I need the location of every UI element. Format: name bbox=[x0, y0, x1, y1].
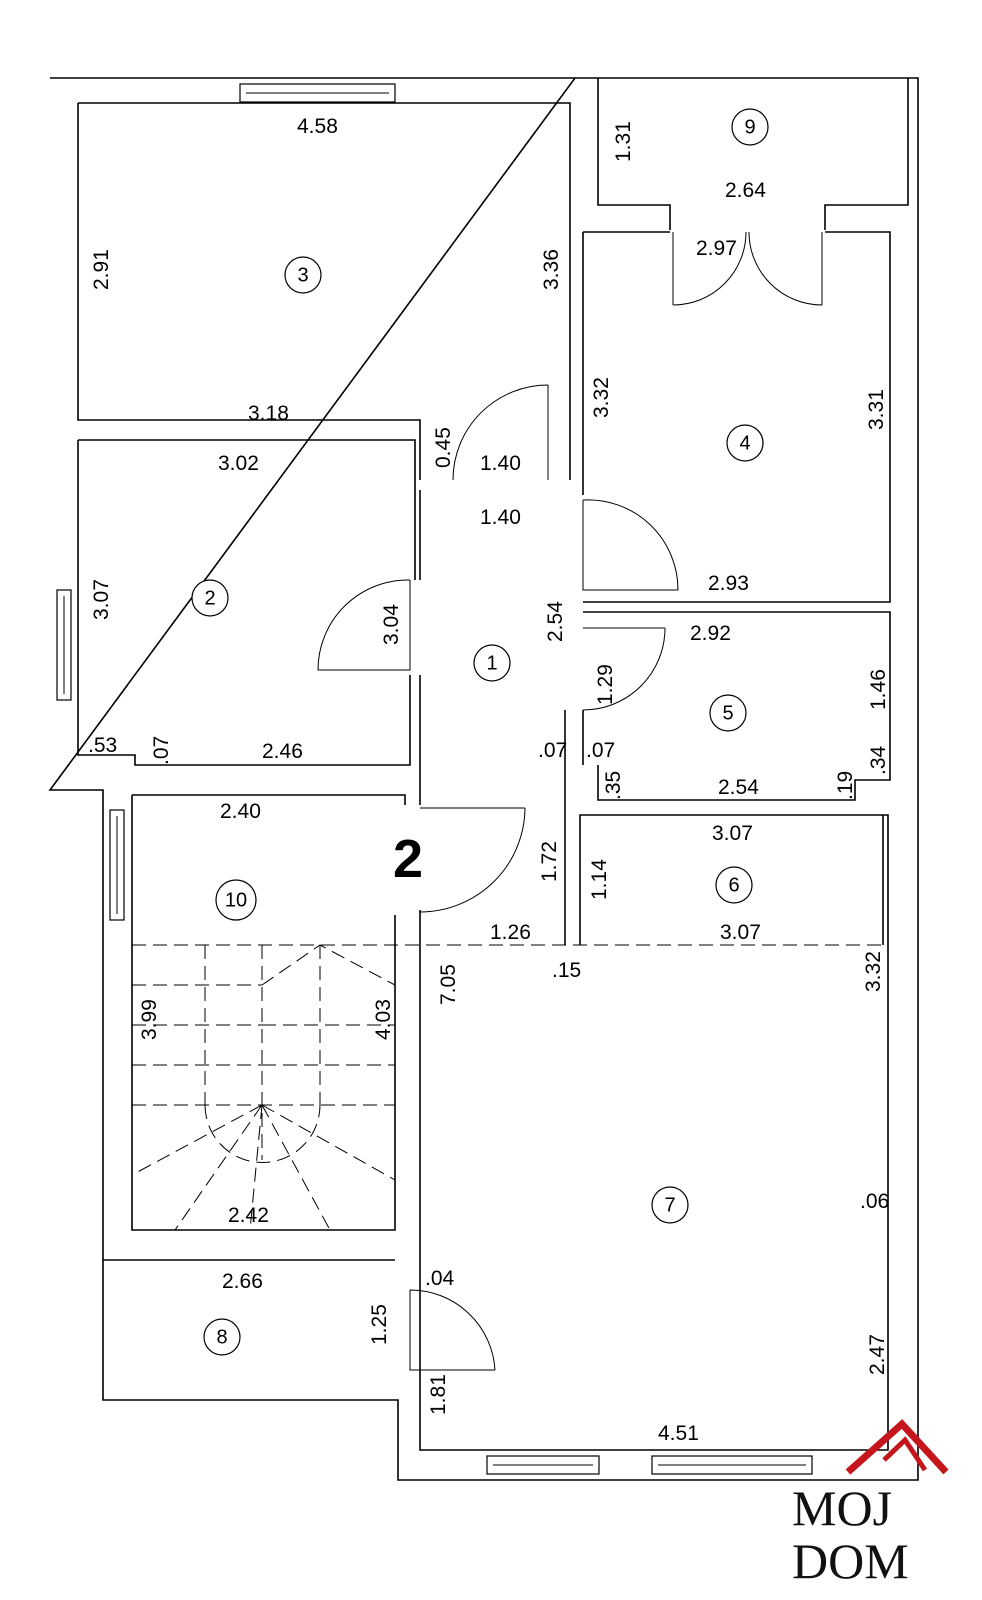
dim-label: 2.40 bbox=[220, 800, 261, 823]
dim-label: 3.99 bbox=[138, 999, 161, 1040]
room-9-marker: 9 bbox=[731, 108, 769, 146]
room-4-marker: 4 bbox=[726, 424, 764, 462]
dim-label: 2.54 bbox=[718, 776, 759, 799]
dim-label: 2.93 bbox=[708, 572, 749, 595]
dim-label: 2.42 bbox=[228, 1204, 269, 1227]
outer-walls bbox=[48, 77, 919, 1481]
dim-label: 2.92 bbox=[690, 622, 731, 645]
dim-label: .34 bbox=[867, 745, 890, 775]
dim-label: 0.45 bbox=[432, 427, 455, 468]
dim-label: 2.91 bbox=[90, 249, 113, 290]
room-3-marker: 3 bbox=[284, 256, 322, 294]
door-room-2 bbox=[317, 579, 411, 671]
dim-label: 3.32 bbox=[862, 951, 885, 992]
dim-label: .04 bbox=[425, 1267, 455, 1290]
dim-label: 4.51 bbox=[658, 1422, 699, 1445]
dim-label: .15 bbox=[552, 959, 581, 982]
room-5-marker: 5 bbox=[709, 694, 747, 732]
room-10-marker: 10 bbox=[215, 879, 257, 921]
dim-label: 1.46 bbox=[867, 669, 890, 710]
door-room-3 bbox=[452, 384, 549, 481]
dim-label: 2.66 bbox=[222, 1270, 263, 1293]
dim-label: 2.97 bbox=[696, 237, 737, 260]
logo-line-1: MOJ bbox=[792, 1480, 892, 1536]
dim-label: 3.04 bbox=[380, 604, 403, 645]
moj-dom-logo: MOJ DOM bbox=[792, 1419, 949, 1589]
dim-label: 1.31 bbox=[612, 121, 635, 162]
room-7-label: 7 bbox=[664, 1194, 675, 1216]
dim-label: 2.54 bbox=[544, 601, 567, 642]
dim-label: 1.26 bbox=[490, 921, 531, 944]
staircase bbox=[131, 944, 883, 1231]
roof-icon bbox=[845, 1419, 949, 1475]
door-room-9-right bbox=[748, 231, 823, 306]
door-room-8 bbox=[409, 1289, 496, 1371]
room-3-label: 3 bbox=[297, 264, 308, 286]
dim-label: 3.07 bbox=[720, 921, 761, 944]
room-5-label: 5 bbox=[722, 702, 733, 724]
dim-label: 3.36 bbox=[540, 249, 563, 290]
dim-label: 3.07 bbox=[90, 579, 113, 620]
dim-label: 1.72 bbox=[538, 841, 561, 882]
dim-label: 2.47 bbox=[866, 1334, 889, 1375]
dim-label: 1.14 bbox=[588, 859, 611, 900]
dim-label: 4.03 bbox=[372, 999, 395, 1040]
door-room-10 bbox=[419, 807, 526, 913]
door-room-4 bbox=[582, 499, 679, 591]
door-room-5 bbox=[582, 627, 666, 711]
room-markers: 1 2 3 4 5 6 7 8 9 10 bbox=[191, 108, 769, 1356]
dim-label: 1.40 bbox=[480, 506, 521, 529]
dim-label: 3.02 bbox=[218, 452, 259, 475]
room-1-label: 1 bbox=[486, 652, 497, 674]
floor-number: 2 bbox=[393, 829, 423, 889]
room-2-label: 2 bbox=[204, 587, 215, 609]
room-6-marker: 6 bbox=[715, 866, 753, 904]
dim-label: .53 bbox=[88, 734, 117, 757]
dim-label: 2.46 bbox=[262, 740, 303, 763]
dim-label: 3.31 bbox=[865, 389, 888, 430]
room-1-marker: 1 bbox=[473, 644, 511, 682]
dim-label: 1.29 bbox=[594, 664, 617, 705]
dim-label: .07 bbox=[150, 736, 173, 765]
dim-label: .07 bbox=[586, 739, 615, 762]
logo-line-2: DOM bbox=[792, 1533, 909, 1589]
dimension-labels: 4.58 2.64 2.97 3.18 1.40 3.02 1.40 2.93 … bbox=[88, 115, 890, 1445]
dim-label: .19 bbox=[834, 771, 857, 800]
room-7-marker: 7 bbox=[651, 1186, 689, 1224]
dim-label: 1.40 bbox=[480, 452, 521, 475]
room-8-label: 8 bbox=[216, 1326, 227, 1348]
dim-label: .07 bbox=[538, 739, 567, 762]
dim-label: 7.05 bbox=[437, 964, 460, 1005]
room-4-label: 4 bbox=[739, 432, 750, 454]
dim-label: 2.64 bbox=[725, 179, 766, 202]
dim-label: 4.58 bbox=[297, 115, 338, 138]
roof-inner-icon bbox=[882, 1436, 928, 1472]
dim-label: .35 bbox=[602, 771, 625, 800]
dim-label: 1.25 bbox=[368, 1304, 391, 1345]
room-6-label: 6 bbox=[728, 874, 739, 896]
room-10-label: 10 bbox=[225, 889, 247, 911]
dim-label: 3.07 bbox=[712, 822, 753, 845]
doors bbox=[317, 231, 823, 1371]
dim-label: 3.18 bbox=[248, 402, 289, 425]
room-9-label: 9 bbox=[744, 116, 755, 138]
dim-label: .06 bbox=[860, 1190, 889, 1213]
room-2-marker: 2 bbox=[191, 579, 229, 617]
door-room-9-left bbox=[672, 231, 747, 306]
room-8-marker: 8 bbox=[203, 1318, 241, 1356]
windows bbox=[56, 83, 813, 1475]
dim-label: 3.32 bbox=[590, 377, 613, 418]
dim-label: 1.81 bbox=[427, 1374, 450, 1415]
